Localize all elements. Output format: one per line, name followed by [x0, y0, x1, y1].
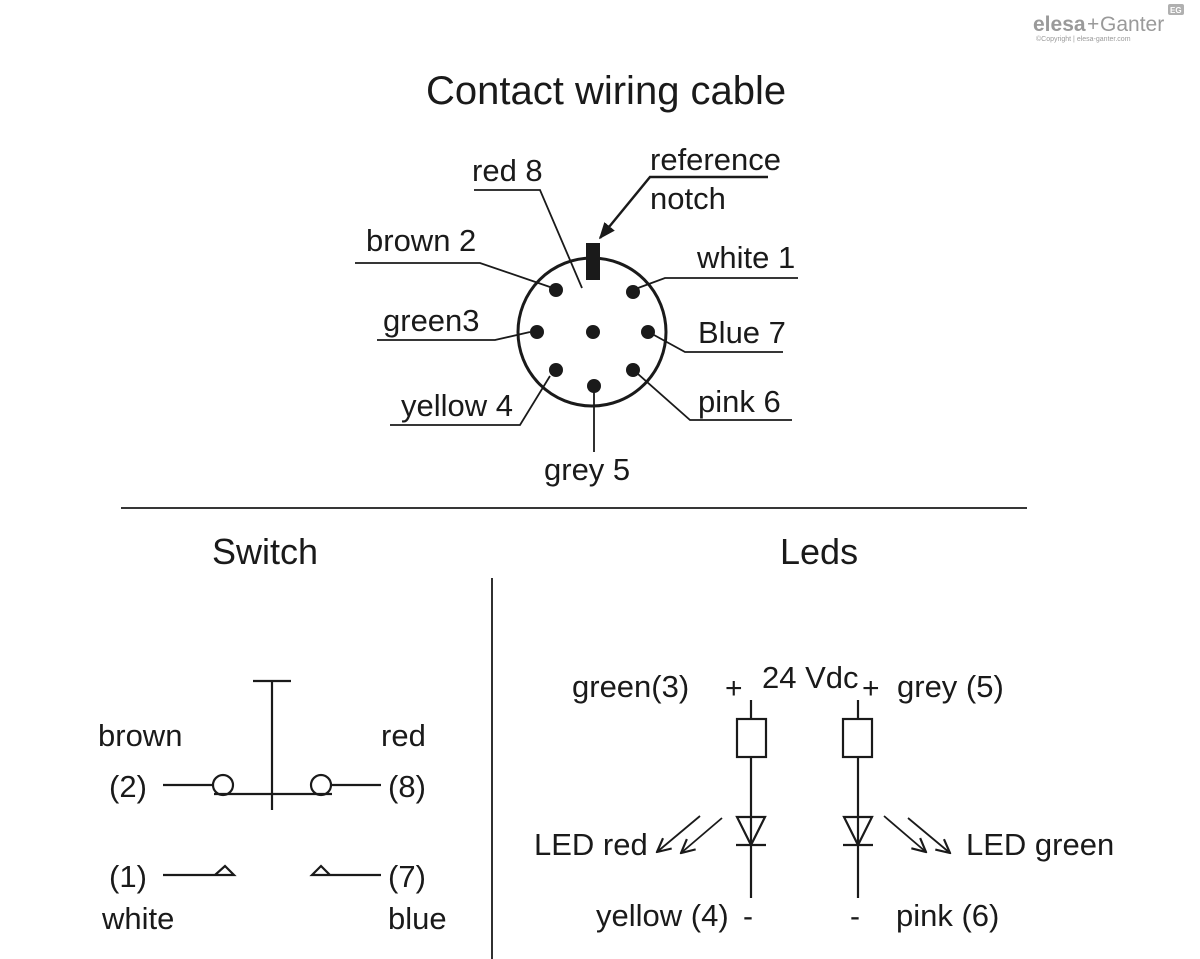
left-diode — [735, 815, 767, 848]
left-resistor — [735, 717, 768, 759]
logo-brand-a: elesa — [1033, 13, 1086, 36]
contact-7 — [309, 864, 381, 877]
label-led-green: LED green — [966, 827, 1114, 862]
pin-4 — [549, 363, 563, 377]
led-green-ray-2 — [907, 817, 950, 853]
label-green3-led: green(3) — [572, 669, 689, 704]
leader-red8 — [474, 189, 583, 289]
connector-pinout: Contact wiring cable red 8 reference not… — [355, 69, 798, 487]
connector-title: Contact wiring cable — [426, 69, 786, 113]
pin-2 — [549, 283, 563, 297]
switch-title: Switch — [212, 531, 318, 572]
label-blue7: Blue 7 — [698, 315, 786, 350]
label-plus-left: + — [725, 672, 743, 705]
leader-yellow4 — [390, 375, 551, 426]
label-notch-1: reference — [650, 142, 781, 177]
contact-8 — [309, 773, 333, 797]
label-minus-right: - — [850, 900, 860, 933]
pin-7 — [641, 325, 655, 339]
led-red-ray-1 — [657, 815, 701, 852]
leader-pink6 — [637, 373, 792, 421]
switch-section: Switch brown red (2) (8) (1) (7) white b… — [98, 531, 447, 936]
label-p7: (7) — [388, 859, 426, 894]
leader-white1 — [637, 277, 798, 289]
label-yellow4: yellow 4 — [401, 388, 513, 423]
right-diode — [842, 815, 874, 848]
leader-blue7 — [653, 334, 783, 353]
leader-brown2 — [355, 262, 551, 288]
label-red8: red 8 — [472, 153, 543, 188]
label-red: red — [381, 718, 426, 753]
label-p2: (2) — [109, 769, 147, 804]
leds-title: Leds — [780, 531, 858, 572]
pin-3 — [530, 325, 544, 339]
pin-8 — [586, 325, 600, 339]
label-pink6-led: pink (6) — [896, 898, 999, 933]
label-brown2: brown 2 — [366, 223, 476, 258]
led-red-ray-2 — [681, 817, 723, 853]
logo-plus: + — [1087, 13, 1099, 36]
leader-notch — [598, 175, 768, 240]
label-led-red: LED red — [534, 827, 648, 862]
elesa-ganter-logo: elesa + Ganter EG ©Copyright | elesa-gan… — [1033, 4, 1184, 43]
pin-5 — [587, 379, 601, 393]
label-green3: green3 — [383, 303, 480, 338]
logo-badge: EG — [1170, 6, 1182, 15]
right-resistor — [841, 717, 874, 759]
label-minus-left: - — [743, 900, 753, 933]
reference-notch — [586, 243, 600, 280]
pin-6 — [626, 363, 640, 377]
label-brown: brown — [98, 718, 182, 753]
leader-green3 — [377, 331, 531, 341]
label-p1: (1) — [109, 859, 147, 894]
label-voltage: 24 Vdc — [762, 660, 859, 695]
label-notch-2: notch — [650, 181, 726, 216]
label-grey5: grey 5 — [544, 452, 630, 487]
label-p8: (8) — [388, 769, 426, 804]
logo-badge-box — [1168, 4, 1184, 15]
leds-section: Leds green(3) + 24 Vdc + grey (5) LED re… — [534, 531, 1114, 933]
label-plus-right: + — [862, 672, 880, 705]
logo-brand-b: Ganter — [1100, 13, 1164, 36]
contact-1 — [163, 864, 237, 877]
label-white1: white 1 — [696, 240, 795, 275]
label-yellow4-led: yellow (4) — [596, 898, 729, 933]
label-white: white — [101, 901, 174, 936]
led-green-ray-1 — [883, 815, 926, 852]
logo-copyright: ©Copyright | elesa-ganter.com — [1036, 35, 1131, 43]
pin-1 — [626, 285, 640, 299]
label-grey5-led: grey (5) — [897, 669, 1004, 704]
contact-2 — [211, 773, 235, 797]
label-pink6: pink 6 — [698, 384, 781, 419]
label-blue: blue — [388, 901, 447, 936]
